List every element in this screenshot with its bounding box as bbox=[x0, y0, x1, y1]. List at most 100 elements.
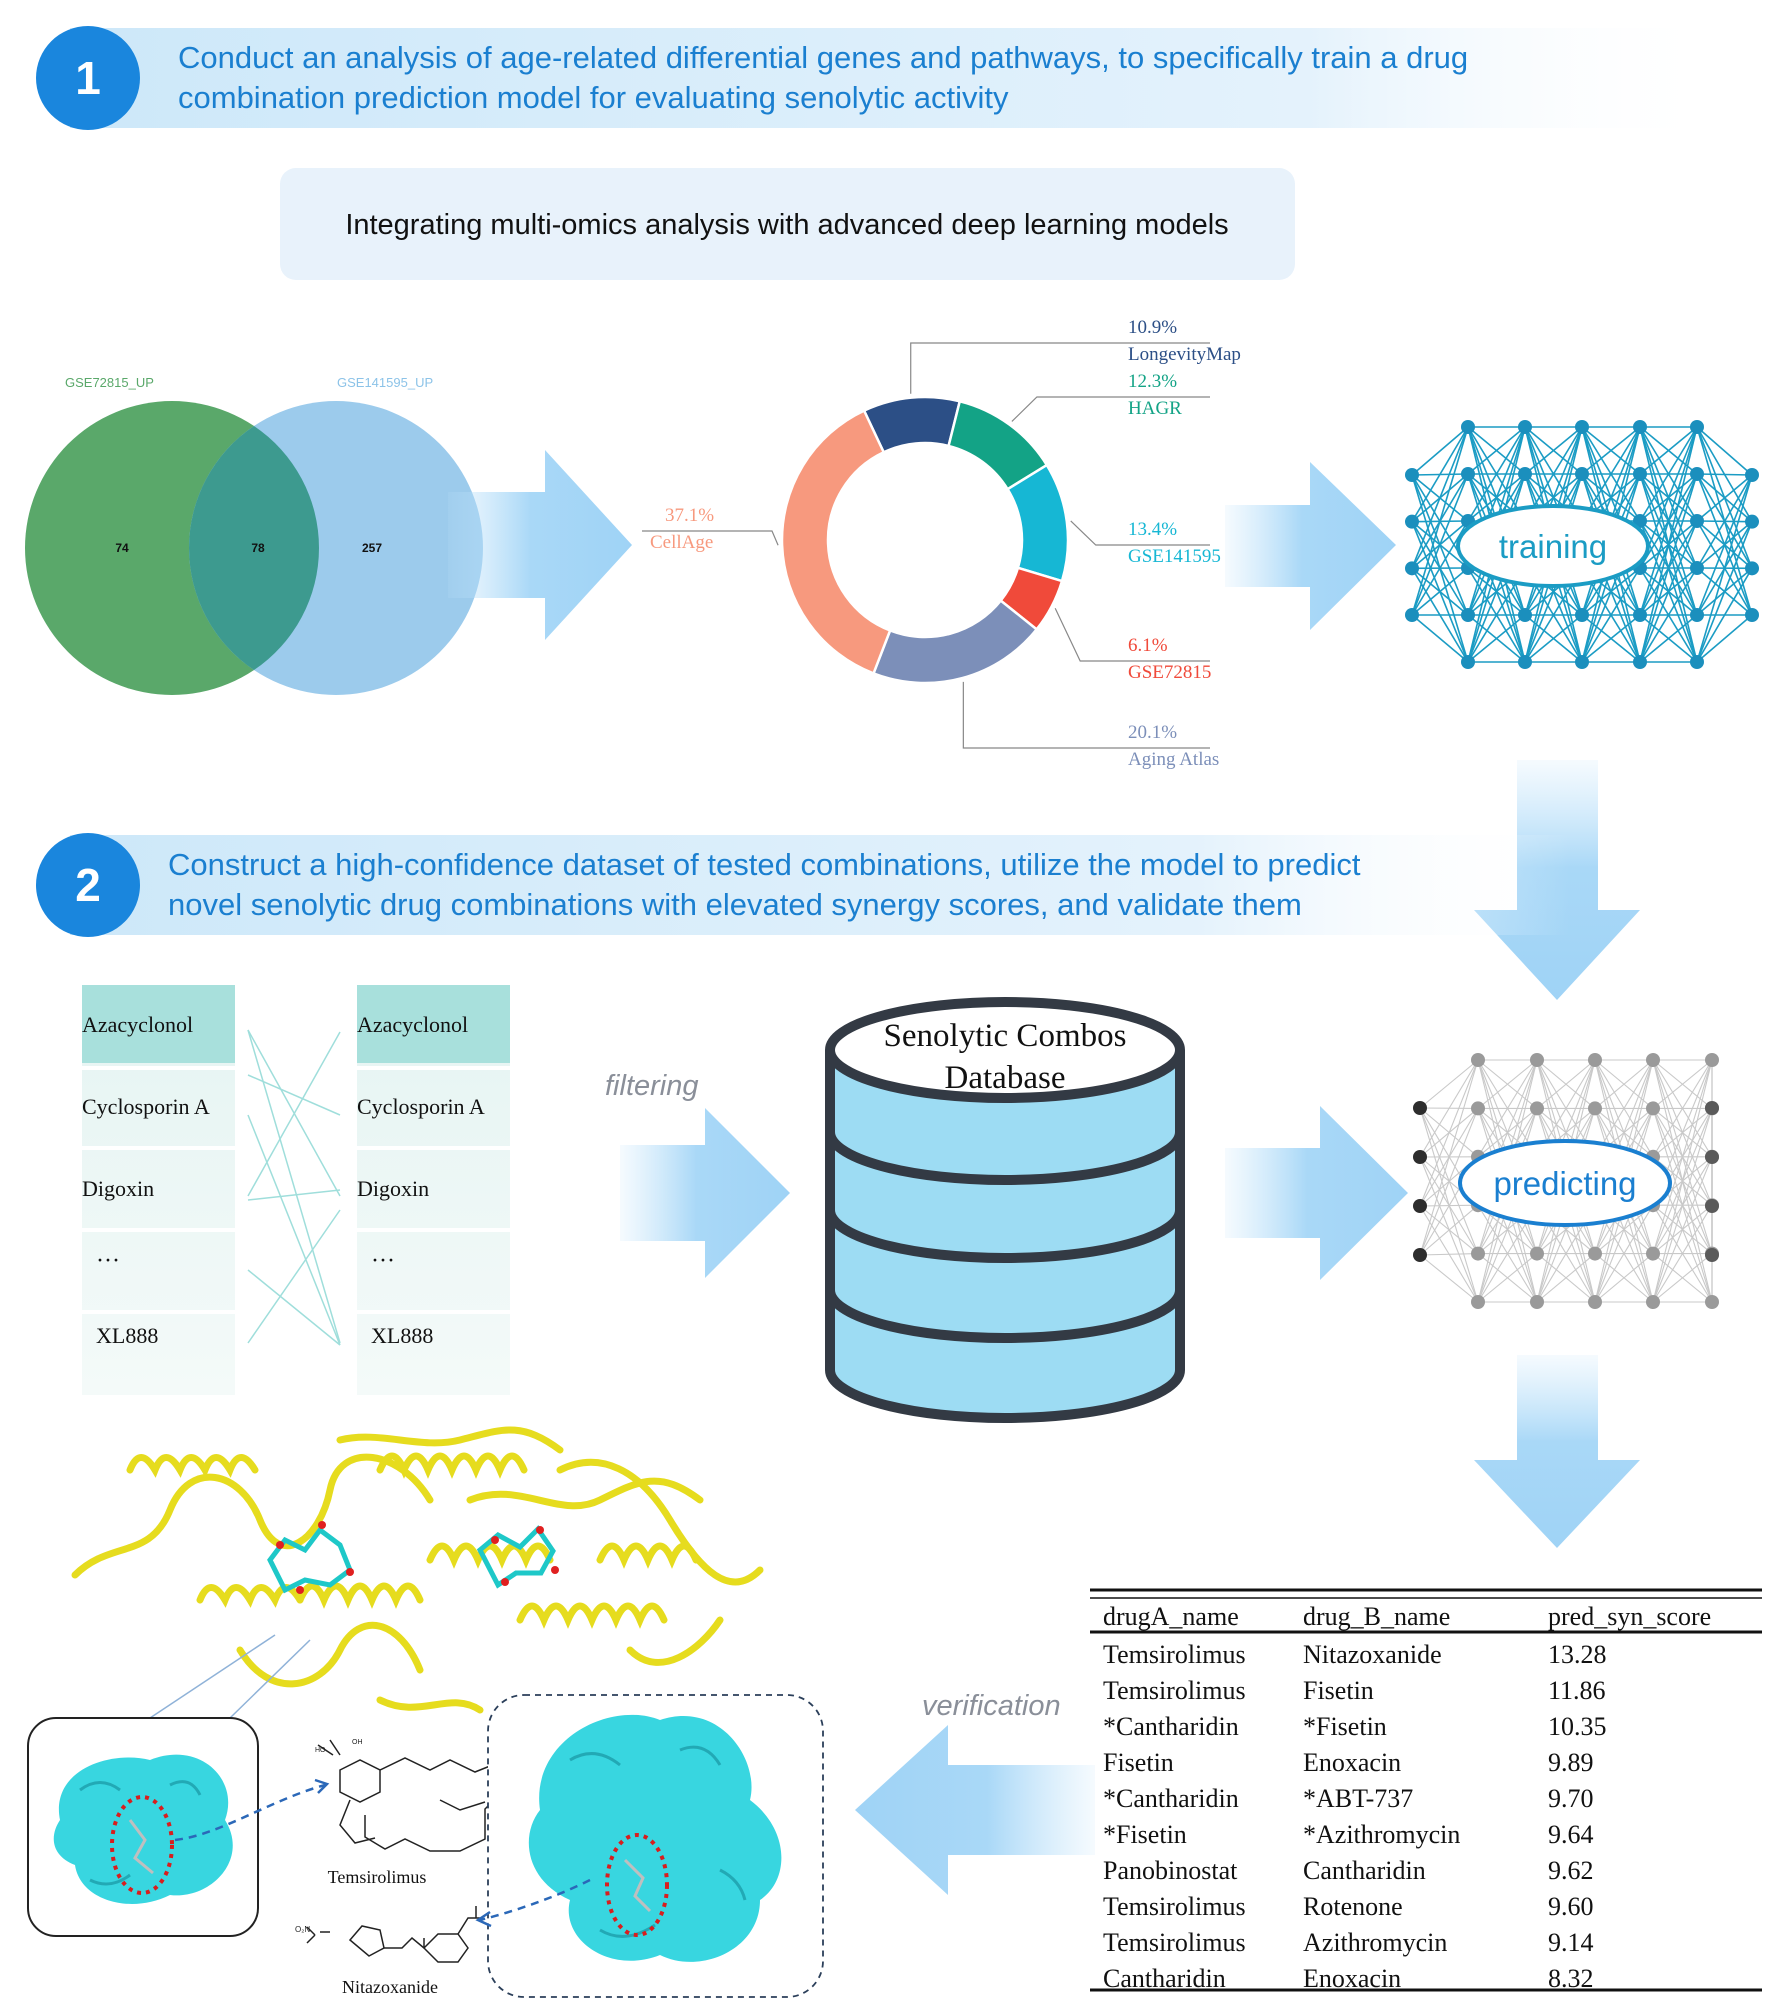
network-edge bbox=[1652, 1253, 1713, 1303]
network-edge bbox=[1652, 1156, 1713, 1303]
network-node bbox=[1530, 1246, 1544, 1261]
arrow-lists-to-database bbox=[620, 1108, 790, 1278]
table-cell: *Fisetin bbox=[1103, 1820, 1187, 1849]
network-node bbox=[1471, 1246, 1485, 1261]
table-header-drugA: drugA_name bbox=[1103, 1602, 1239, 1631]
verification-label: verification bbox=[922, 1690, 1061, 1722]
step1-text-line1: Conduct an analysis of age-related diffe… bbox=[178, 40, 1468, 75]
drug-list-right: Azacyclonol Cyclosporin A Digoxin ··· XL… bbox=[357, 985, 510, 1395]
network-edge bbox=[1652, 1059, 1713, 1109]
network-edge bbox=[1419, 1059, 1479, 1109]
arrow-table-to-docking bbox=[855, 1725, 1095, 1895]
network-edge bbox=[1696, 614, 1753, 663]
network-node bbox=[1690, 420, 1704, 434]
network-node bbox=[1471, 1295, 1485, 1309]
network-edge bbox=[1411, 567, 1469, 616]
drug-right-item: XL888 bbox=[371, 1323, 433, 1348]
donut-category-label: GSE141595 bbox=[1128, 546, 1221, 567]
network-node bbox=[1405, 561, 1419, 576]
venn-right-count: 257 bbox=[362, 541, 382, 555]
docking-pose-temsirolimus bbox=[27, 1717, 259, 1937]
drug-left-item: Digoxin bbox=[82, 1176, 154, 1201]
network-edge bbox=[1696, 474, 1753, 569]
network-edge bbox=[1639, 473, 1698, 663]
network-node bbox=[1690, 561, 1704, 575]
donut-category-label: Aging Atlas bbox=[1128, 749, 1219, 770]
database-cylinder: Senolytic Combos Database bbox=[825, 997, 1185, 1423]
predicting-label: predicting bbox=[1493, 1165, 1636, 1202]
network-edge bbox=[1411, 614, 1469, 663]
training-label-group: training bbox=[1456, 504, 1650, 588]
step2-badge bbox=[36, 833, 140, 937]
molecule-label-temsirolimus: Temsirolimus bbox=[328, 1867, 427, 1887]
network-node bbox=[1745, 561, 1759, 576]
predicting-label-group: predicting bbox=[1458, 1139, 1672, 1227]
arrow-predicting-to-table bbox=[1474, 1355, 1640, 1548]
table-cell: Cantharidin bbox=[1303, 1856, 1426, 1885]
network-node bbox=[1646, 1101, 1660, 1116]
donut-leader-line bbox=[1054, 608, 1210, 662]
donut-category-label: LongevityMap bbox=[1128, 344, 1241, 365]
network-edge bbox=[1411, 426, 1469, 476]
filtering-label: filtering bbox=[605, 1070, 699, 1102]
table-cell: 9.14 bbox=[1548, 1928, 1594, 1957]
network-node bbox=[1575, 467, 1589, 481]
network-edge bbox=[1639, 426, 1698, 475]
donut-percent-label: 12.3% bbox=[1128, 371, 1177, 392]
donut-percent-label: 37.1% bbox=[665, 505, 714, 526]
network-edge bbox=[1639, 426, 1698, 522]
venn-right-label: GSE141595_UP bbox=[337, 375, 433, 390]
network-node bbox=[1705, 1295, 1719, 1309]
network-edge bbox=[1477, 1253, 1538, 1303]
network-edge bbox=[1696, 521, 1753, 663]
table-cell: Cantharidin bbox=[1103, 1964, 1226, 1993]
arrow-venn-to-donut bbox=[448, 450, 632, 640]
network-node bbox=[1413, 1199, 1427, 1213]
network-node bbox=[1690, 608, 1704, 622]
step1-badge bbox=[36, 26, 140, 130]
network-edge bbox=[1524, 426, 1583, 475]
network-edge bbox=[1696, 474, 1753, 663]
network-edge bbox=[1411, 473, 1469, 616]
svg-text:O₂N: O₂N bbox=[295, 1925, 310, 1934]
venn-diagram: GSE72815_UP GSE141595_UP 74 78 257 bbox=[25, 375, 483, 695]
network-edge bbox=[1696, 426, 1753, 476]
network-edge bbox=[1652, 1059, 1713, 1158]
molecule-label-nitazoxanide: Nitazoxanide bbox=[342, 1977, 438, 1997]
table-cell: Nitazoxanide bbox=[1303, 1640, 1442, 1669]
table-cell: Azithromycin bbox=[1303, 1928, 1447, 1957]
nitazoxanide-structure: O₂N bbox=[295, 1906, 482, 1963]
table-cell: Enoxacin bbox=[1303, 1748, 1401, 1777]
network-edge bbox=[1696, 567, 1753, 663]
table-cell: Enoxacin bbox=[1303, 1964, 1401, 1993]
network-edge bbox=[1419, 1204, 1479, 1256]
venn-left-count: 74 bbox=[115, 541, 129, 555]
database-title-line1: Senolytic Combos bbox=[884, 1018, 1127, 1054]
network-edge bbox=[1639, 614, 1698, 663]
table-cell: 8.32 bbox=[1548, 1964, 1594, 1993]
network-edge bbox=[1467, 614, 1526, 663]
venn-left-label: GSE72815_UP bbox=[65, 375, 154, 390]
table-cell: *ABT-737 bbox=[1303, 1784, 1413, 1813]
network-edge bbox=[1696, 474, 1753, 522]
network-node bbox=[1588, 1101, 1602, 1116]
step2-text-line2: novel senolytic drug combinations with e… bbox=[168, 887, 1302, 922]
training-network bbox=[1405, 420, 1759, 669]
donut-leader-line bbox=[642, 530, 779, 546]
network-edge bbox=[1419, 1059, 1479, 1207]
network-edge bbox=[1419, 1253, 1479, 1256]
donut-leader-line bbox=[910, 342, 1210, 394]
ligand-sticks bbox=[267, 1521, 559, 1594]
network-edge bbox=[1467, 426, 1526, 475]
network-edge bbox=[1419, 1059, 1479, 1256]
network-edge bbox=[1477, 1059, 1538, 1158]
table-cell: Panobinostat bbox=[1103, 1856, 1238, 1885]
table-cell: Temsirolimus bbox=[1103, 1892, 1246, 1921]
network-node bbox=[1690, 655, 1704, 669]
drug-list-left: Azacyclonol Cyclosporin A Digoxin ··· XL… bbox=[82, 985, 235, 1395]
table-cell: *Azithromycin bbox=[1303, 1820, 1460, 1849]
table-cell: 9.64 bbox=[1548, 1820, 1594, 1849]
network-edge bbox=[1581, 426, 1641, 475]
network-edge bbox=[1594, 1253, 1654, 1303]
network-edge bbox=[1639, 567, 1698, 663]
